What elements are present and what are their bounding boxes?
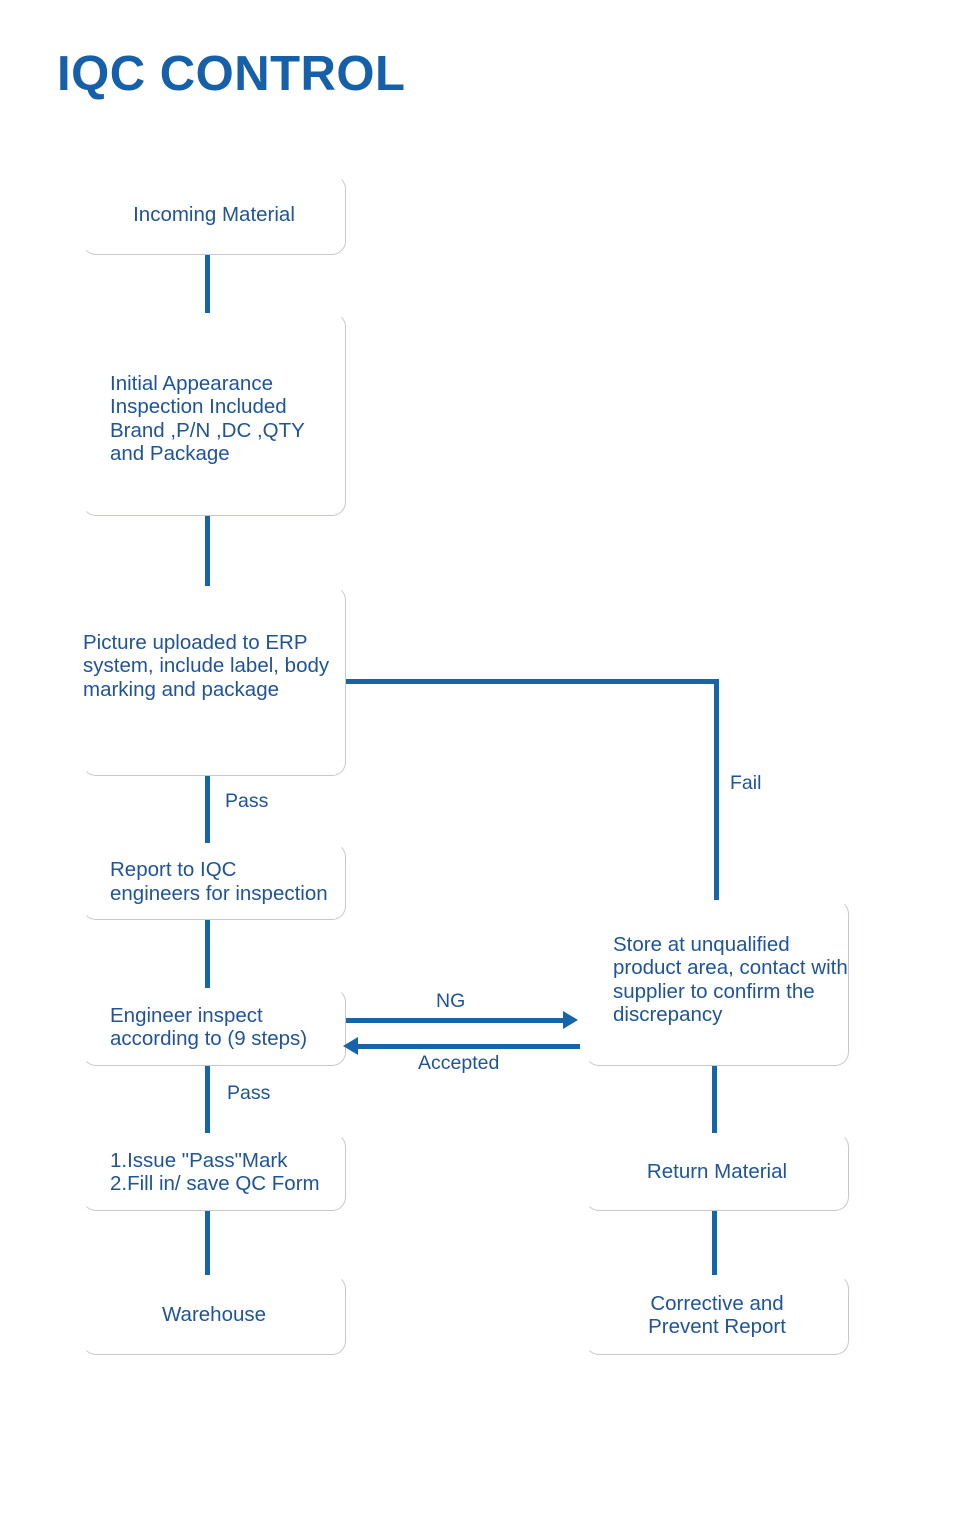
node-incoming-material-label: Incoming Material bbox=[133, 203, 295, 227]
node-engineer-inspect[interactable]: Engineer inspect according to (9 steps) bbox=[82, 988, 346, 1066]
node-return-material-label: Return Material bbox=[646, 1160, 788, 1184]
node-corrective-report-label: Corrective and Prevent Report bbox=[648, 1291, 786, 1338]
node-engineer-inspect-label: Engineer inspect according to (9 steps) bbox=[110, 1003, 308, 1050]
edge-label-pass-upper: Pass bbox=[225, 790, 269, 812]
node-picture-uploaded-label: Picture uploaded to ERP system, include … bbox=[83, 631, 330, 701]
node-picture-uploaded[interactable]: Picture uploaded to ERP system, include … bbox=[82, 586, 346, 776]
page-title: IQC CONTROL bbox=[57, 47, 406, 101]
node-incoming-material[interactable]: Incoming Material bbox=[82, 175, 346, 255]
edge-label-accepted: Accepted bbox=[418, 1052, 500, 1074]
edge-label-ng: NG bbox=[436, 990, 466, 1012]
arrowhead-accepted bbox=[343, 1037, 358, 1055]
connector-store-to-return bbox=[712, 1066, 717, 1134]
node-initial-appearance[interactable]: Initial Appearance Inspection Included B… bbox=[82, 313, 346, 516]
connector-accepted-line bbox=[358, 1044, 580, 1049]
connector-report-to-engineer bbox=[205, 920, 210, 990]
connector-ng-line bbox=[343, 1018, 565, 1023]
node-warehouse-label: Warehouse bbox=[161, 1303, 267, 1327]
connector-picture-to-report bbox=[205, 776, 210, 844]
connector-fail-vertical bbox=[714, 679, 719, 902]
arrowhead-ng bbox=[563, 1011, 578, 1029]
node-store-unqualified[interactable]: Store at unqualified product area, conta… bbox=[585, 900, 849, 1066]
connector-initial-to-picture bbox=[205, 516, 210, 588]
edge-label-fail: Fail bbox=[730, 772, 762, 794]
connector-engineer-to-issue bbox=[205, 1066, 210, 1134]
node-return-material[interactable]: Return Material bbox=[585, 1133, 849, 1211]
node-report-to-iqc-label: Report to IQC engineers for inspection bbox=[110, 858, 328, 905]
edge-label-pass-lower: Pass bbox=[227, 1082, 271, 1104]
node-report-to-iqc[interactable]: Report to IQC engineers for inspection bbox=[82, 843, 346, 920]
node-issue-pass-mark-label: 1.Issue "Pass"Mark 2.Fill in/ save QC Fo… bbox=[110, 1148, 320, 1195]
connector-incoming-to-initial bbox=[205, 255, 210, 315]
node-issue-pass-mark[interactable]: 1.Issue "Pass"Mark 2.Fill in/ save QC Fo… bbox=[82, 1133, 346, 1211]
node-corrective-report[interactable]: Corrective and Prevent Report bbox=[585, 1275, 849, 1355]
node-store-unqualified-label: Store at unqualified product area, conta… bbox=[613, 933, 848, 1027]
connector-return-to-corrective bbox=[712, 1211, 717, 1277]
connector-fail-horizontal bbox=[343, 679, 719, 684]
connector-issue-to-warehouse bbox=[205, 1211, 210, 1277]
node-initial-appearance-label: Initial Appearance Inspection Included B… bbox=[110, 372, 305, 466]
node-warehouse[interactable]: Warehouse bbox=[82, 1275, 346, 1355]
